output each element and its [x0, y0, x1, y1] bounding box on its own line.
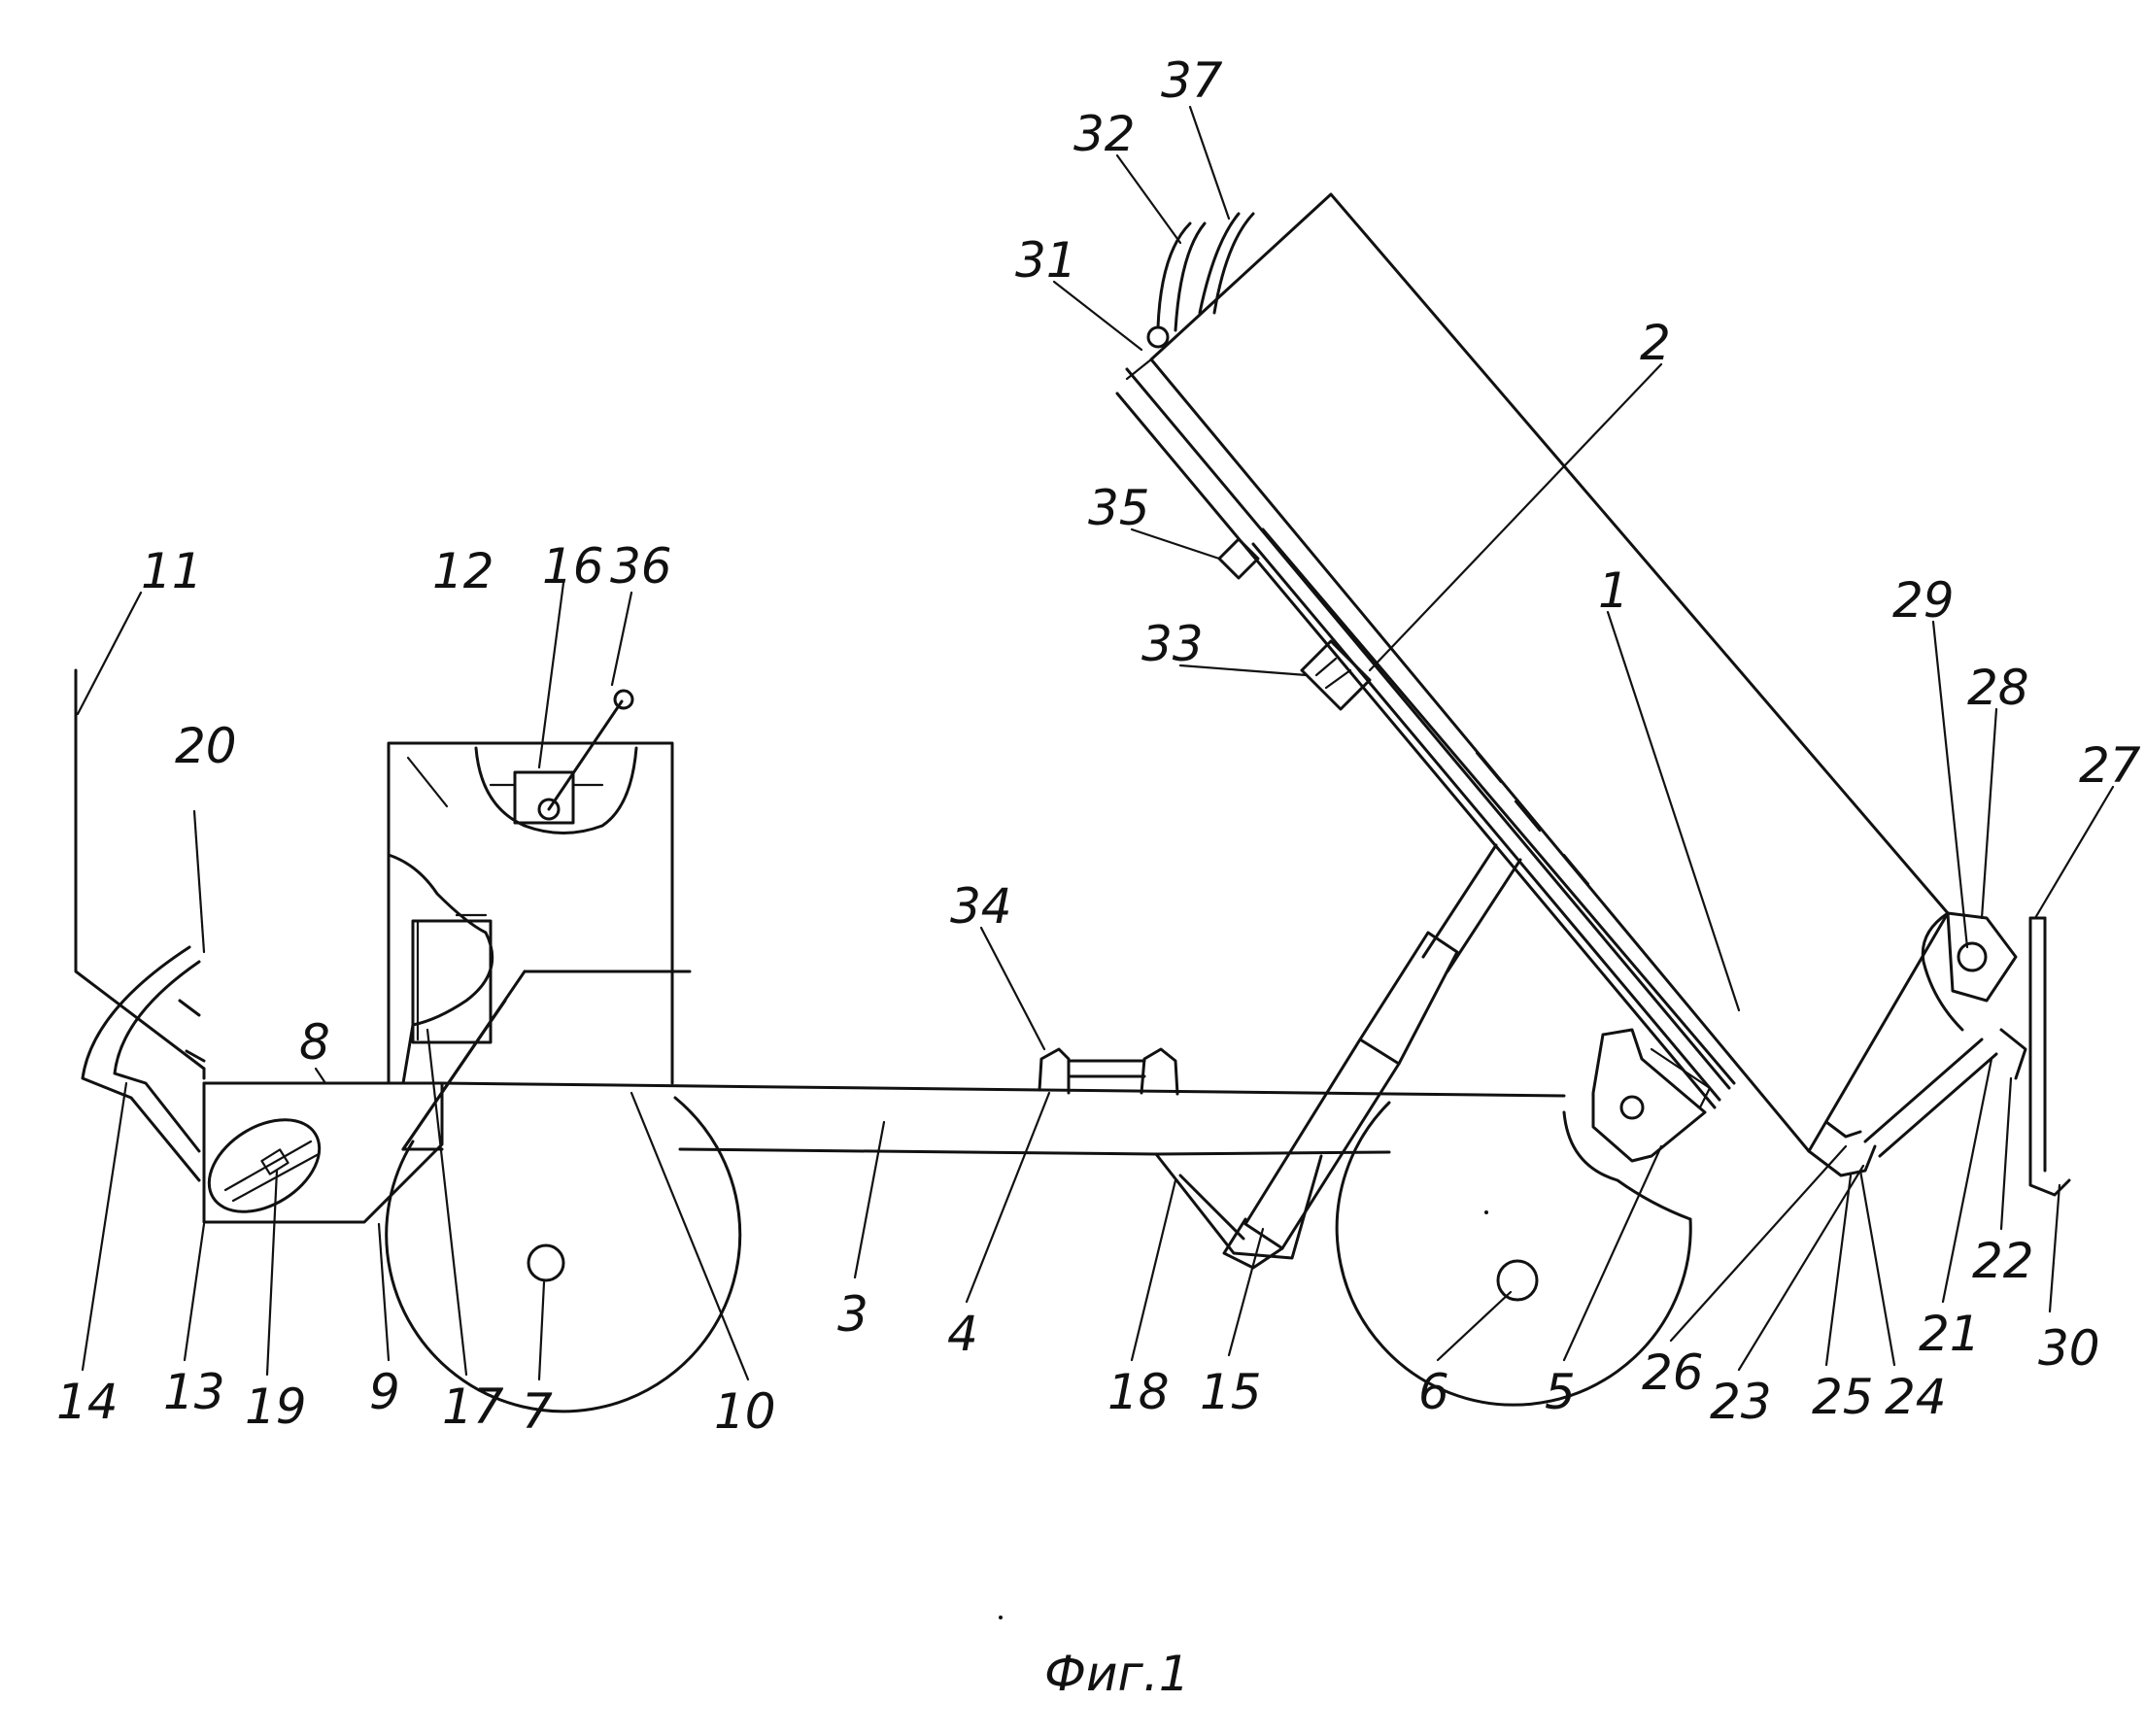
front-wheel [385, 1096, 742, 1413]
tilt-rail [1115, 367, 1736, 1109]
callout-12: 12 [432, 543, 494, 599]
callout-23: 23 [1710, 1374, 1772, 1430]
callout-36: 36 [610, 538, 672, 595]
callout-11: 11 [141, 543, 203, 599]
callout-17: 17 [442, 1379, 504, 1435]
callout-3: 3 [837, 1286, 868, 1343]
callout-26: 26 [1642, 1345, 1704, 1401]
callout-20: 20 [175, 718, 237, 774]
callout-15: 15 [1200, 1364, 1262, 1420]
callout-19: 19 [245, 1379, 307, 1435]
callout-35: 35 [1088, 480, 1150, 536]
callout-37: 37 [1161, 52, 1223, 109]
stray-dot [999, 1616, 1003, 1619]
callout-1: 1 [1598, 562, 1629, 619]
callout-8: 8 [299, 1014, 330, 1071]
lift-cylinder [1222, 843, 1522, 1270]
callout-10: 10 [714, 1383, 776, 1440]
callout-34: 34 [950, 878, 1012, 935]
curved-chute [81, 945, 206, 1182]
chassis-beam [401, 1081, 1566, 1156]
callout-6: 6 [1418, 1364, 1449, 1420]
callout-7: 7 [522, 1383, 553, 1440]
callout-2: 2 [1640, 315, 1671, 371]
rail-latches [1217, 537, 1372, 711]
callout-29: 29 [1892, 572, 1955, 629]
control-box [387, 689, 674, 1085]
tipping-body [1125, 192, 1950, 1153]
callout-30: 30 [2038, 1320, 2100, 1377]
clamp [1038, 1047, 1179, 1096]
hinge-bracket [1591, 1028, 1712, 1163]
lower-hopper [1154, 1152, 1323, 1260]
tailgate-mechanism [1863, 911, 2071, 1197]
callout-32: 32 [1073, 106, 1136, 162]
callout-4: 4 [947, 1306, 978, 1362]
callout-22: 22 [1972, 1233, 2034, 1289]
callout-5: 5 [1545, 1364, 1576, 1420]
callout-21: 21 [1919, 1306, 1981, 1362]
body-rear-lip [1807, 1120, 1877, 1177]
inclined-drawbar [401, 970, 692, 1151]
rear-wheel [1335, 1101, 1692, 1407]
front-hopper [74, 668, 206, 1080]
callout-31: 31 [1015, 232, 1077, 289]
callout-18: 18 [1107, 1364, 1170, 1420]
callout-33: 33 [1141, 616, 1204, 672]
stray-dot [1484, 1210, 1488, 1214]
callout-16: 16 [542, 538, 604, 595]
leader-lines [76, 105, 2115, 1381]
callout-28: 28 [1967, 660, 2029, 716]
callout-numbers: 1 2 3 4 5 6 7 8 9 10 11 12 13 14 15 16 1… [56, 52, 2141, 1440]
callout-13: 13 [163, 1364, 225, 1420]
figure-caption: Фиг.1 [1044, 1646, 1190, 1702]
callout-25: 25 [1812, 1369, 1874, 1425]
callout-24: 24 [1885, 1369, 1947, 1425]
callout-27: 27 [2079, 737, 2141, 794]
callout-14: 14 [56, 1374, 119, 1430]
top-pins [1146, 212, 1255, 349]
callout-9: 9 [369, 1364, 400, 1420]
